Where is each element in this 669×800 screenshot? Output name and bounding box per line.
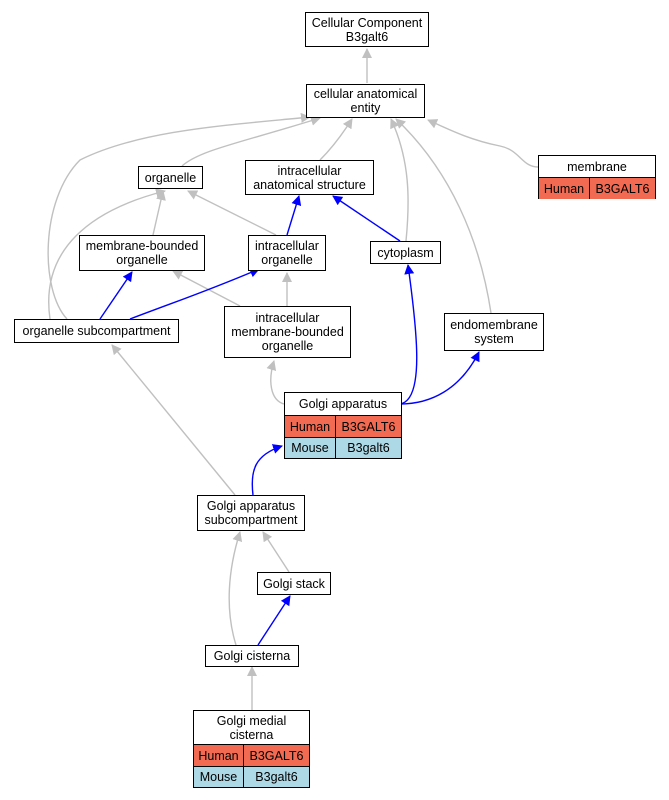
node-golgi-stack[interactable]: Golgi stack bbox=[257, 572, 331, 595]
species-row-mouse: Mouse B3galt6 bbox=[285, 437, 401, 458]
gene-name: B3GALT6 bbox=[341, 419, 396, 434]
edge-cytoplasm-to-cae bbox=[390, 118, 409, 242]
edge-golgi-to-endomembrane bbox=[399, 351, 480, 405]
node-label: membrane bbox=[539, 156, 655, 178]
node-cytoplasm[interactable]: cytoplasm bbox=[370, 241, 441, 264]
node-endomembrane-system[interactable]: endomembrane system bbox=[444, 313, 544, 351]
species-name: Mouse bbox=[285, 438, 336, 458]
gene-name: B3galt6 bbox=[255, 770, 298, 784]
edge-mbo-to-organelle bbox=[152, 190, 166, 236]
edge-gstack-to-gas bbox=[262, 531, 290, 573]
node-intracellular-organelle[interactable]: intracellular organelle bbox=[248, 235, 326, 271]
edge-gas-to-golgi bbox=[251, 444, 283, 496]
edge-imbo-to-mbo bbox=[172, 270, 241, 307]
gene-name: B3galt6 bbox=[347, 441, 390, 455]
edge-cytoplasm-to-ias bbox=[332, 195, 401, 242]
gene-name: B3GALT6 bbox=[249, 748, 304, 763]
edge-endomembrane-to-cae bbox=[395, 118, 492, 314]
species-row-human: Human B3GALT6 bbox=[539, 178, 655, 199]
edge-osc-to-io bbox=[129, 267, 260, 320]
edge-io-to-organelle bbox=[187, 190, 277, 236]
species-name: Human bbox=[285, 416, 336, 437]
edge-ias-to-cae bbox=[319, 118, 353, 161]
edge-organelle-to-cae bbox=[181, 115, 321, 167]
node-organelle[interactable]: organelle bbox=[138, 166, 203, 189]
edge-membrane-to-cae bbox=[427, 119, 539, 168]
edge-gas-to-osc bbox=[111, 344, 236, 496]
species-row-human: Human B3GALT6 bbox=[194, 745, 309, 766]
species-name: Human bbox=[539, 178, 590, 199]
edge-osc-to-cae bbox=[47, 112, 311, 320]
node-intracellular-anatomical-structure[interactable]: intracellular anatomical structure bbox=[245, 160, 374, 195]
node-golgi-apparatus[interactable]: Golgi apparatus Human B3GALT6 Mouse B3ga… bbox=[284, 392, 402, 459]
species-name: Human bbox=[194, 745, 244, 766]
node-membrane-bounded-organelle[interactable]: membrane-bounded organelle bbox=[79, 235, 205, 271]
species-row-human: Human B3GALT6 bbox=[285, 416, 401, 437]
edge-golgi-to-imbo bbox=[266, 360, 285, 405]
node-golgi-medial-cisterna[interactable]: Golgi medial cisterna Human B3GALT6 Mous… bbox=[193, 710, 310, 788]
node-label: Golgi apparatus bbox=[285, 393, 401, 416]
node-golgi-apparatus-subcompartment[interactable]: Golgi apparatus subcompartment bbox=[197, 495, 305, 531]
node-label: Golgi medial cisterna bbox=[194, 711, 309, 745]
gene-name: B3GALT6 bbox=[595, 181, 650, 196]
species-name: Mouse bbox=[194, 767, 244, 787]
edge-gcist-to-gstack bbox=[257, 595, 291, 646]
edge-golgi-to-cytoplasm bbox=[399, 264, 418, 405]
species-row-mouse: Mouse B3galt6 bbox=[194, 766, 309, 787]
node-cellular-component[interactable]: Cellular Component B3galt6 bbox=[305, 12, 429, 47]
node-intracellular-membrane-bounded-organelle[interactable]: intracellular membrane-bounded organelle bbox=[224, 306, 351, 358]
edge-gcist-to-gas bbox=[228, 531, 243, 646]
node-organelle-subcompartment[interactable]: organelle subcompartment bbox=[14, 319, 179, 343]
node-golgi-cisterna[interactable]: Golgi cisterna bbox=[205, 645, 299, 667]
edge-osc-to-organelle bbox=[48, 188, 166, 320]
node-membrane[interactable]: membrane Human B3GALT6 bbox=[538, 155, 656, 199]
edge-io-to-ias bbox=[286, 195, 302, 236]
edge-osc-to-mbo bbox=[99, 271, 133, 320]
node-cellular-anatomical-entity[interactable]: cellular anatomical entity bbox=[306, 84, 425, 118]
